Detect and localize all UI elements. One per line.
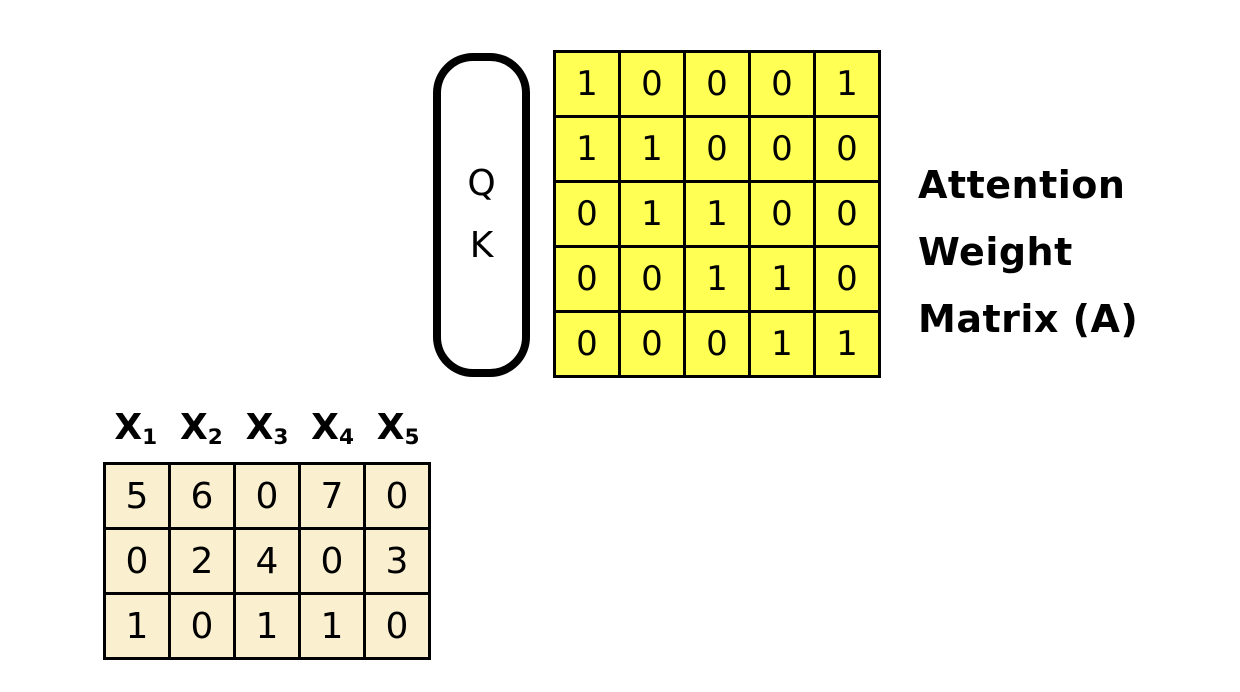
input-matrix-cell: 0 [103,527,171,595]
caption-line: Matrix (A) [918,297,1139,341]
input-matrix-cell: 0 [298,527,366,595]
input-matrix-cell: 0 [363,462,431,530]
attention-matrix-cell: 0 [813,245,881,313]
attention-matrix-cell: 0 [553,310,621,378]
input-matrix-cell: 4 [233,527,301,595]
input-matrix-column-headers: X1 X2 X3 X4 X5 [103,402,431,454]
attention-matrix-cell: 0 [748,50,816,118]
attention-matrix-cell: 0 [618,50,686,118]
attention-matrix-cell: 0 [618,310,686,378]
qk-pill: Q K [433,53,530,377]
caption-line: Weight [918,230,1073,274]
attention-matrix-cell: 1 [553,50,621,118]
attention-matrix-cell: 0 [813,180,881,248]
attention-matrix-cell: 1 [683,245,751,313]
column-header-x3: X3 [245,407,289,451]
input-matrix-cell: 0 [363,592,431,660]
column-header-x4: X4 [311,407,354,451]
attention-matrix-cell: 1 [813,310,881,378]
k-label: K [469,225,494,266]
attention-matrix-cell: 1 [618,180,686,248]
input-matrix-cell: 1 [233,592,301,660]
column-header-x2: X2 [179,407,223,451]
input-matrix-cell: 1 [103,592,171,660]
attention-matrix-cell: 0 [683,310,751,378]
input-matrix-cell: 7 [298,462,366,530]
attention-matrix-cell: 0 [748,115,816,183]
attention-matrix-cell: 0 [618,245,686,313]
input-matrix-cell: 3 [363,527,431,595]
attention-matrix-cell: 0 [683,115,751,183]
input-matrix-cell: 6 [168,462,236,530]
attention-matrix-cell: 0 [553,245,621,313]
attention-matrix-caption: Attention Weight Matrix (A) [918,152,1138,353]
q-label: Q [467,163,496,204]
input-matrix-cell: 0 [233,462,301,530]
attention-matrix-cell: 1 [553,115,621,183]
attention-matrix-cell: 0 [553,180,621,248]
attention-matrix-cell: 0 [748,180,816,248]
attention-matrix-cell: 1 [748,245,816,313]
input-matrix-cell: 0 [168,592,236,660]
attention-matrix-cell: 1 [813,50,881,118]
attention-matrix-cell: 1 [748,310,816,378]
attention-matrix-cell: 0 [683,50,751,118]
column-header-x1: X1 [114,407,158,451]
column-header-x5: X5 [376,407,420,451]
attention-matrix-cell: 0 [813,115,881,183]
caption-line: Attention [918,163,1126,207]
input-matrix-cell: 1 [298,592,366,660]
attention-matrix-cell: 1 [683,180,751,248]
attention-matrix-cell: 1 [618,115,686,183]
input-matrix-cell: 2 [168,527,236,595]
input-matrix-cell: 5 [103,462,171,530]
